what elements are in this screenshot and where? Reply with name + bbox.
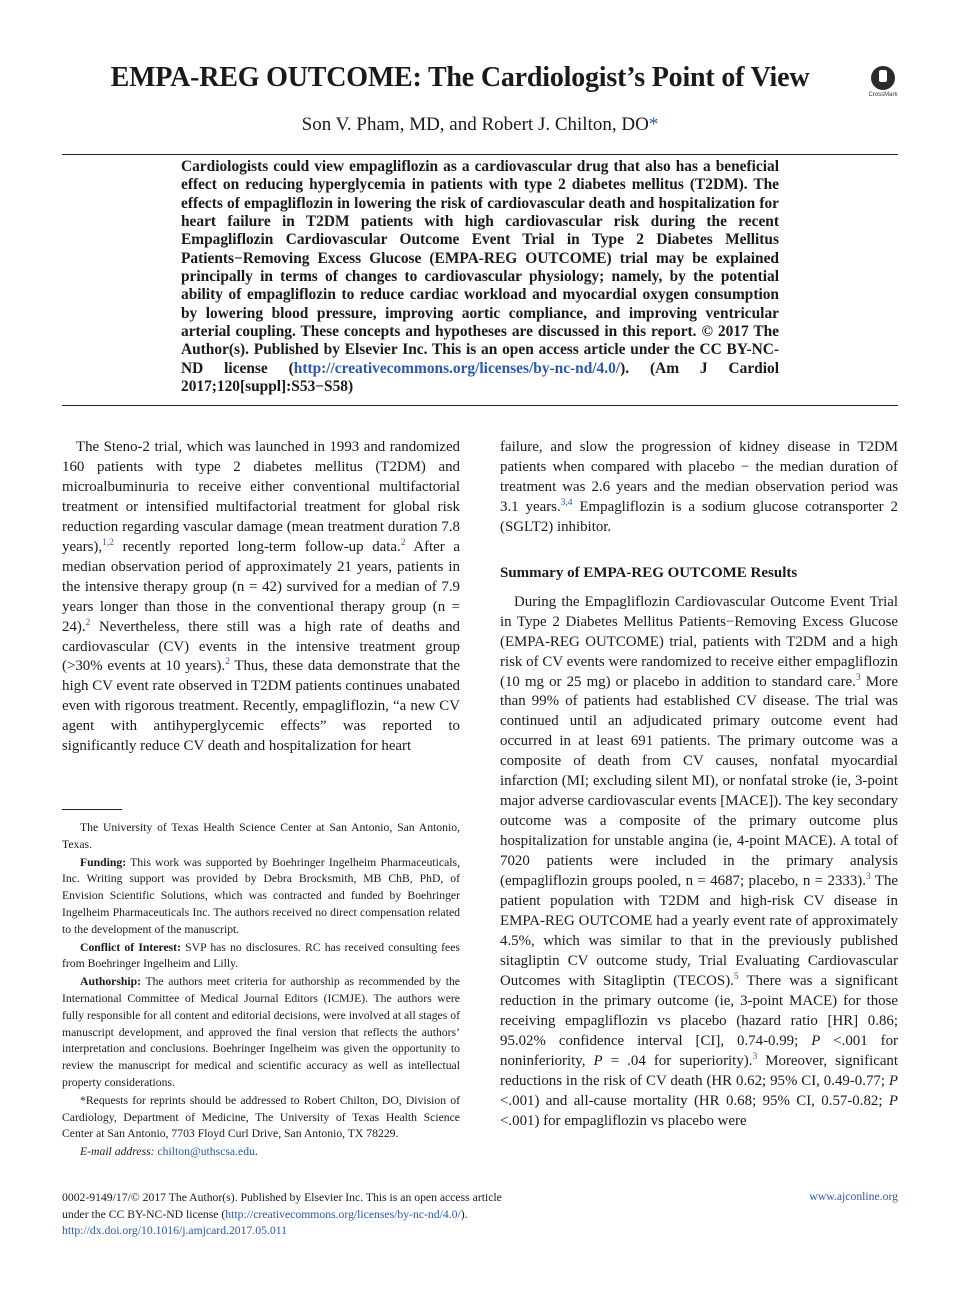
author-line: Son V. Pham, MD, and Robert J. Chilton, … (0, 114, 960, 136)
footnote-email: E-mail address: chilton@uthscsa.edu. (62, 1144, 460, 1161)
text-run: Empagliflozin is a sodium glucose cotran… (500, 498, 898, 535)
text-run: The Steno-2 trial, which was launched in… (62, 439, 460, 555)
footnote-affiliation: The University of Texas Health Science C… (62, 821, 460, 851)
text-run: . (254, 1145, 258, 1159)
crossmark-icon (871, 66, 895, 90)
footnote-rule (62, 809, 122, 810)
body-paragraph: During the Empagliflozin Cardiovascular … (500, 593, 898, 1132)
email-label: E-mail address: (80, 1145, 155, 1159)
abstract-bottom-rule (62, 405, 898, 406)
text-run: ). (460, 1207, 468, 1221)
footer-copyright: 0002-9149/17/© 2017 The Author(s). Publi… (62, 1191, 502, 1204)
abstract: Cardiologists could view empagliflozin a… (181, 158, 779, 396)
reference-link[interactable]: 3 (855, 672, 861, 683)
footnote-label: Authorship: (80, 975, 142, 989)
text-run: During the Empagliflozin Cardiovascular … (500, 593, 898, 690)
footnote-authorship: Authorship: The authors meet criteria fo… (62, 974, 460, 1092)
text-run: <.001) and all-cause mortality (HR 0.68;… (500, 1092, 889, 1109)
abstract-citation: ). (Am J Cardiol 2017;120[suppl]:S53−S58… (181, 359, 779, 396)
text-run: The patient population with T2DM and hig… (500, 873, 898, 989)
footer-license-link[interactable]: http://creativecommons.org/licenses/by-n… (225, 1207, 461, 1221)
page-footer: 0002-9149/17/© 2017 The Author(s). Publi… (62, 1190, 898, 1240)
text-run: Thus, these data demonstrate that the hi… (62, 658, 460, 755)
text-run: This work was supported by Boehringer In… (62, 855, 460, 936)
p-value-symbol: P (888, 1072, 898, 1089)
footnote-label: Conflict of Interest: (80, 940, 181, 954)
footnote-reprints: *Requests for reprints should be address… (62, 1093, 460, 1141)
footnote-label: Funding: (80, 855, 127, 869)
body-paragraph: failure, and slow the progression of kid… (500, 438, 898, 538)
reference-link[interactable]: 3,4 (560, 497, 573, 508)
reference-link[interactable]: 1,2 (102, 537, 114, 548)
corresponding-author-link[interactable]: * (648, 114, 659, 135)
body-paragraph: The Steno-2 trial, which was launched in… (62, 438, 460, 757)
text-run: After a median observation period of app… (62, 538, 460, 635)
text-run: = .04 for superiority). (602, 1052, 753, 1069)
footnote-conflict: Conflict of Interest: SVP has no disclos… (62, 940, 460, 974)
reference-link[interactable]: 3 (752, 1051, 758, 1062)
text-run: under the CC BY-NC-ND license ( (62, 1207, 226, 1221)
reference-link[interactable]: 2 (225, 657, 230, 668)
section-heading: Summary of EMPA-REG OUTCOME Results (500, 564, 798, 581)
footer-license: under the CC BY-NC-ND license (http://cr… (62, 1207, 898, 1224)
crossmark-badge[interactable]: CrossMark (866, 66, 900, 102)
text-run: Nevertheless, there still was a high rat… (62, 618, 460, 675)
text-run: Moreover, significant reductions in the … (500, 1052, 899, 1089)
text-run: <.001) for empagliflozin vs placebo were (500, 1112, 747, 1129)
reference-link[interactable]: 2 (400, 537, 406, 548)
reference-link[interactable]: 3 (865, 872, 871, 883)
right-column: failure, and slow the progression of kid… (500, 438, 898, 1131)
left-column: The Steno-2 trial, which was launched in… (62, 438, 460, 757)
footnotes: The University of Texas Health Science C… (62, 820, 460, 1162)
text-run: recently reported long-term follow-up da… (113, 538, 401, 555)
p-value-symbol: P (593, 1052, 603, 1069)
text-run: More than 99% of patients had establishe… (500, 673, 898, 890)
abstract-license-link[interactable]: http://creativecommons.org/licenses/by-n… (293, 359, 621, 377)
text-run: failure, and slow the progression of kid… (500, 439, 898, 515)
abstract-top-rule (62, 154, 898, 155)
abstract-text: Cardiologists could view empagliflozin a… (181, 158, 779, 377)
doi-link[interactable]: http://dx.doi.org/10.1016/j.amjcard.2017… (62, 1224, 287, 1237)
email-link[interactable]: chilton@uthscsa.edu (157, 1145, 255, 1159)
text-run: The authors meet criteria for authorship… (62, 975, 460, 1089)
p-value-symbol: P (811, 1032, 821, 1049)
article-title: EMPA-REG OUTCOME: The Cardiologist’s Poi… (110, 62, 810, 93)
text-run: SVP has no disclosures. RC has received … (62, 940, 460, 971)
author-names: Son V. Pham, MD, and Robert J. Chilton, … (301, 114, 649, 135)
footnote-funding: Funding: This work was supported by Boeh… (62, 855, 460, 939)
reference-link[interactable]: 2 (85, 617, 91, 628)
reference-link[interactable]: 5 (733, 971, 739, 982)
crossmark-label: CrossMark (868, 92, 898, 98)
journal-url-link[interactable]: www.ajconline.org (809, 1190, 898, 1203)
text-run: There was a significant reduction in the… (500, 972, 898, 1049)
text-run: <.001 for noninferiority, (500, 1032, 899, 1069)
p-value-symbol: P (888, 1092, 898, 1109)
